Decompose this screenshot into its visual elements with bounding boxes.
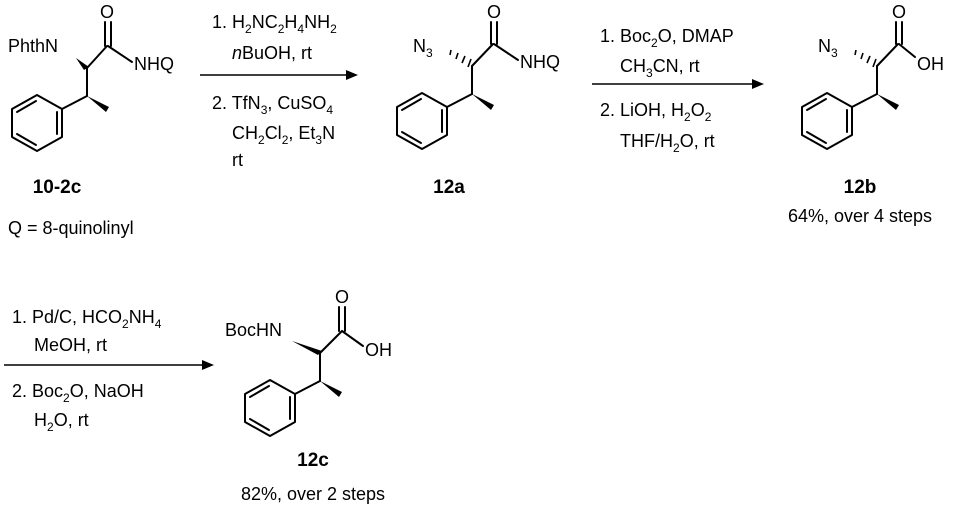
compound-label-10-2c: 10-2c (33, 177, 82, 198)
arrowhead (752, 79, 764, 89)
condition-3-line-2: MeOH, rt (34, 335, 107, 355)
condition-3-line-4: H2O, rt (34, 410, 89, 434)
stereo-wedge (87, 96, 109, 112)
condition-1-line-5: rt (232, 150, 243, 170)
carbonyl-o-label: O (335, 287, 349, 307)
condition-2-line-4: THF/H2O, rt (620, 131, 715, 155)
carbonyl-o-label: O (100, 2, 114, 22)
compound-label-12a: 12a (433, 177, 465, 198)
azide-label: N3 (818, 36, 838, 60)
compound-10-2c-structure: PhthN O NHQ (8, 2, 174, 152)
stereo-wedge (76, 58, 89, 70)
compound-12a-structure: N3 O NHQ (396, 2, 560, 150)
compound-label-12c: 12c (297, 450, 329, 471)
arrowhead (346, 70, 358, 80)
yield-12c: 82%, over 2 steps (241, 484, 385, 504)
reaction-step-1: 1. H2NC2H4NH2 nBuOH, rt 2. TfN3, CuSO4 C… (200, 12, 358, 170)
nhq-label: NHQ (134, 54, 174, 74)
yield-12b: 64%, over 4 steps (788, 206, 932, 226)
nhq-label: NHQ (520, 52, 560, 72)
arrowhead (202, 360, 214, 370)
reaction-step-2: 1. Boc2O, DMAP CH3CN, rt 2. LiOH, H2O2 T… (592, 26, 764, 155)
condition-1-line-1: 1. H2NC2H4NH2 (212, 12, 337, 36)
stereo-wedge (877, 94, 899, 110)
condition-3-line-3: 2. Boc2O, NaOH (12, 381, 144, 405)
phthn-label: PhthN (8, 36, 58, 56)
azide-label: N3 (413, 36, 433, 60)
stereo-wedge (292, 341, 322, 355)
condition-1-line-2: nBuOH, rt (232, 43, 312, 63)
compound-label-12b: 12b (844, 177, 877, 198)
condition-1-line-3: 2. TfN3, CuSO4 (212, 93, 333, 117)
condition-3-line-1: 1. Pd/C, HCO2NH4 (12, 307, 162, 331)
carbonyl-o-label: O (487, 2, 501, 22)
carbonyl-o-label: O (892, 2, 906, 22)
condition-2-line-1: 1. Boc2O, DMAP (600, 26, 734, 50)
bochn-label: BocHN (225, 320, 282, 340)
condition-1-line-4: CH2Cl2, Et3N (232, 123, 335, 147)
condition-2-line-3: 2. LiOH, H2O2 (600, 100, 712, 124)
compound-12b-structure: N3 O OH (801, 2, 944, 150)
q-definition: Q = 8-quinolinyl (8, 218, 134, 238)
stereo-wedge (472, 94, 494, 110)
stereo-wedge (320, 381, 342, 397)
oh-label: OH (917, 54, 944, 74)
oh-label: OH (365, 340, 392, 360)
compound-12c-structure: BocHN O OH (225, 287, 392, 437)
reaction-step-3: 1. Pd/C, HCO2NH4 MeOH, rt 2. Boc2O, NaOH… (4, 307, 214, 434)
condition-2-line-2: CH3CN, rt (620, 56, 700, 80)
